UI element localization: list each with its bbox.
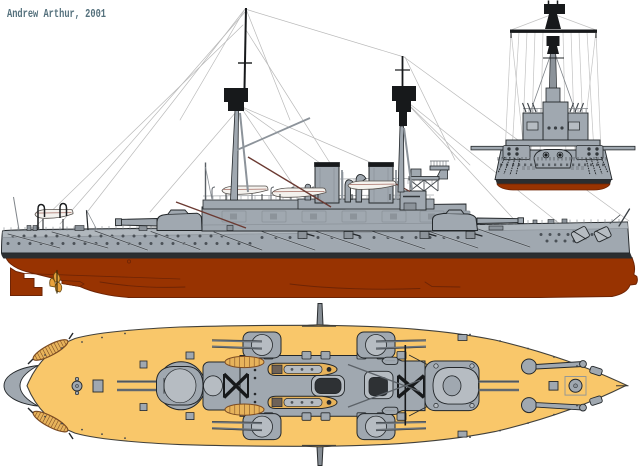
svg-text:Andrew Arthur, 2001: Andrew Arthur, 2001 [7,8,106,21]
